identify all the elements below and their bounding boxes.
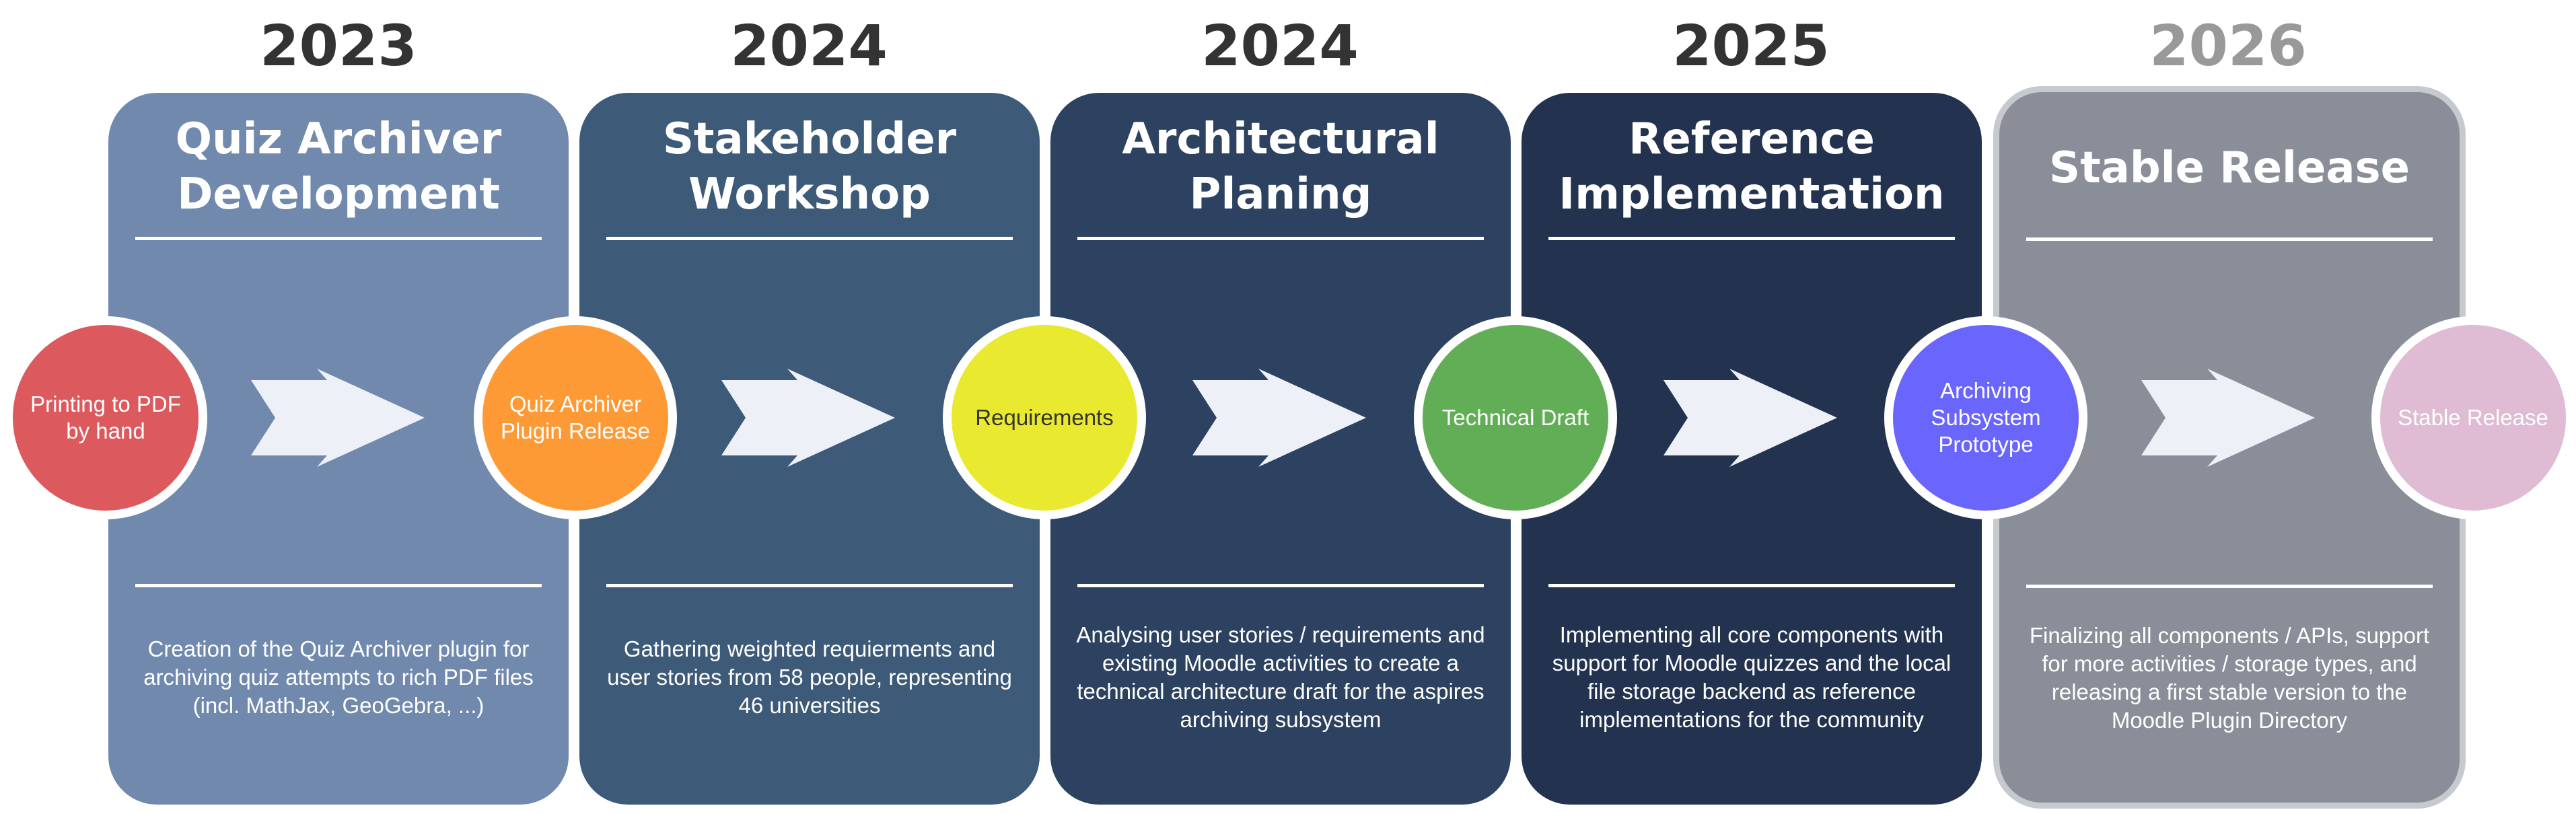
arrow-right-icon bbox=[2141, 369, 2315, 467]
year-heading: 2024 bbox=[730, 13, 888, 79]
arrow-right-icon bbox=[1192, 369, 1366, 467]
phase-description: Analysing user stories / requirements an… bbox=[1076, 622, 1485, 732]
milestone-circle: Technical Draft bbox=[1414, 316, 1617, 519]
divider bbox=[1548, 237, 1955, 240]
phase-title: Architectural Planing bbox=[1122, 114, 1439, 219]
milestone-label: Stable Release bbox=[2398, 405, 2548, 430]
milestone-circle: Quiz Archiver Plugin Release bbox=[474, 316, 677, 519]
phase-description: Finalizing all components / APIs, suppor… bbox=[2029, 623, 2430, 733]
divider bbox=[606, 237, 1013, 240]
arrow-right-icon bbox=[1663, 369, 1837, 467]
milestone-label: Technical Draft bbox=[1441, 405, 1589, 430]
phase-description: Creation of the Quiz Archiver plugin for… bbox=[143, 636, 534, 718]
milestone-label: Printing to PDF by hand bbox=[30, 392, 181, 443]
divider bbox=[135, 584, 542, 587]
divider bbox=[2026, 237, 2433, 241]
milestone-circle: Printing to PDF by hand bbox=[4, 316, 207, 519]
milestone-label: Requirements bbox=[975, 405, 1114, 430]
divider bbox=[1548, 584, 1955, 587]
divider bbox=[1077, 237, 1484, 240]
phase-title: Stable Release bbox=[2048, 143, 2410, 193]
year-heading: 2025 bbox=[1672, 13, 1830, 79]
milestone-circle: Stable Release bbox=[2371, 316, 2575, 519]
divider bbox=[1077, 584, 1484, 587]
phase-title: Reference Implementation bbox=[1559, 114, 1945, 219]
divider bbox=[2026, 585, 2433, 588]
divider bbox=[606, 584, 1013, 587]
milestone-circle: Archiving Subsystem Prototype bbox=[1884, 316, 2087, 519]
milestone-label: Archiving Subsystem Prototype bbox=[1931, 378, 2041, 457]
year-heading: 2024 bbox=[1201, 13, 1359, 79]
year-heading: 2026 bbox=[2149, 13, 2307, 79]
year-heading: 2023 bbox=[260, 13, 417, 79]
phase-title: Quiz Archiver Development bbox=[175, 114, 502, 219]
milestone-label: Quiz Archiver Plugin Release bbox=[501, 392, 650, 443]
arrow-right-icon bbox=[721, 369, 895, 467]
phase-description: Implementing all core components with su… bbox=[1552, 622, 1952, 732]
arrow-right-icon bbox=[251, 369, 425, 467]
phase-title: Stakeholder Workshop bbox=[662, 114, 957, 219]
phase-description: Gathering weighted requierments and user… bbox=[607, 636, 1012, 718]
milestone-circle: Requirements bbox=[943, 316, 1146, 519]
divider bbox=[135, 237, 542, 240]
